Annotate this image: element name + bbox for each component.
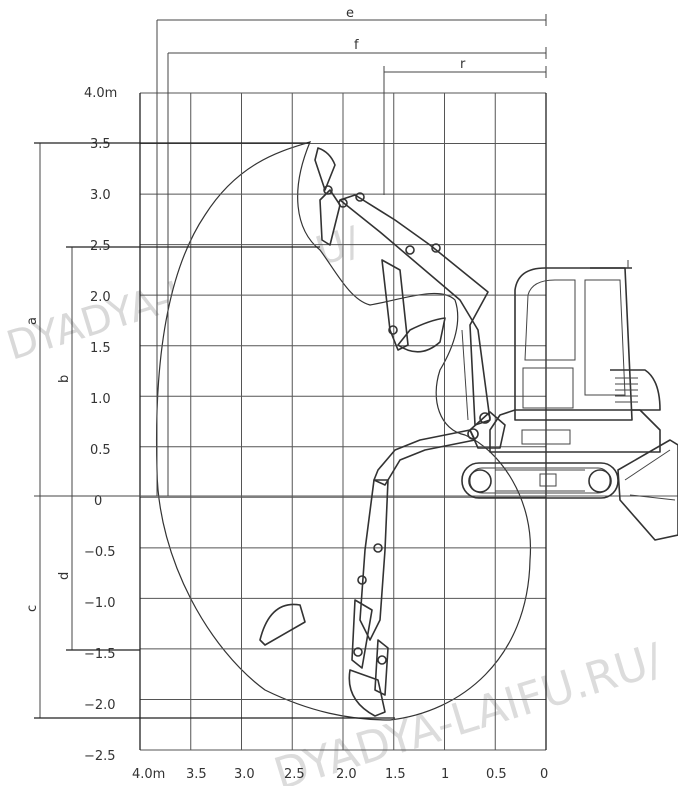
- dimension-label-e: e: [346, 6, 354, 21]
- arm-lower-position: [351, 599, 389, 696]
- x-tick-label: 3.0: [234, 767, 255, 782]
- y-tick-label: −1.5: [84, 647, 116, 662]
- x-tick-label: 2.0: [336, 767, 357, 782]
- dimension-label-b: b: [57, 375, 72, 383]
- dimension-label-f: f: [354, 38, 359, 53]
- excavator-tracks: [461, 462, 619, 499]
- x-axis-labels: 4.0m 3.5 3.0 2.5 2.0 1.5 1 0.5 0: [132, 767, 548, 782]
- y-tick-label: 0: [94, 494, 102, 509]
- x-tick-label: 0.5: [486, 767, 507, 782]
- excavator: [259, 147, 678, 717]
- x-tick-label: 2.5: [284, 767, 305, 782]
- excavator-upper-body: [489, 409, 661, 453]
- dimension-label-a: a: [25, 317, 40, 325]
- y-axis-labels: 4.0m 3.5 3.0 2.5 2.0 1.5 1.0 0.5 0 −0.5 …: [84, 86, 117, 764]
- top-dimensions: e f r: [156, 6, 547, 496]
- y-tick-label: 3.0: [90, 188, 111, 203]
- dimension-label-d: d: [57, 572, 72, 580]
- x-tick-label: 1.5: [385, 767, 406, 782]
- dimension-label-c: c: [25, 605, 40, 612]
- y-tick-label: 4.0m: [84, 86, 117, 101]
- x-tick-label: 4.0m: [132, 767, 165, 782]
- y-tick-label: −0.5: [84, 545, 116, 560]
- y-tick-label: −2.5: [84, 749, 116, 764]
- y-tick-label: −2.0: [84, 698, 116, 713]
- engine-vent: [610, 369, 661, 411]
- boom-lower-position: [357, 429, 476, 641]
- y-tick-label: 3.5: [90, 137, 111, 152]
- dimension-label-r: r: [460, 57, 466, 72]
- x-tick-label: 3.5: [186, 767, 207, 782]
- y-tick-label: 2.0: [90, 290, 111, 305]
- bucket-lower-position: [348, 669, 386, 717]
- working-range-envelope: [155, 141, 532, 721]
- bucket-upper-position: [259, 317, 446, 646]
- y-tick-label: −1.0: [84, 596, 116, 611]
- y-tick-label: 1.5: [90, 341, 111, 356]
- x-tick-label: 1: [441, 767, 449, 782]
- dozer-blade: [617, 439, 678, 541]
- left-dimensions: a b c d: [25, 142, 395, 719]
- y-tick-label: 1.0: [90, 392, 111, 407]
- x-tick-label: 0: [540, 767, 548, 782]
- y-tick-label: 0.5: [90, 443, 111, 458]
